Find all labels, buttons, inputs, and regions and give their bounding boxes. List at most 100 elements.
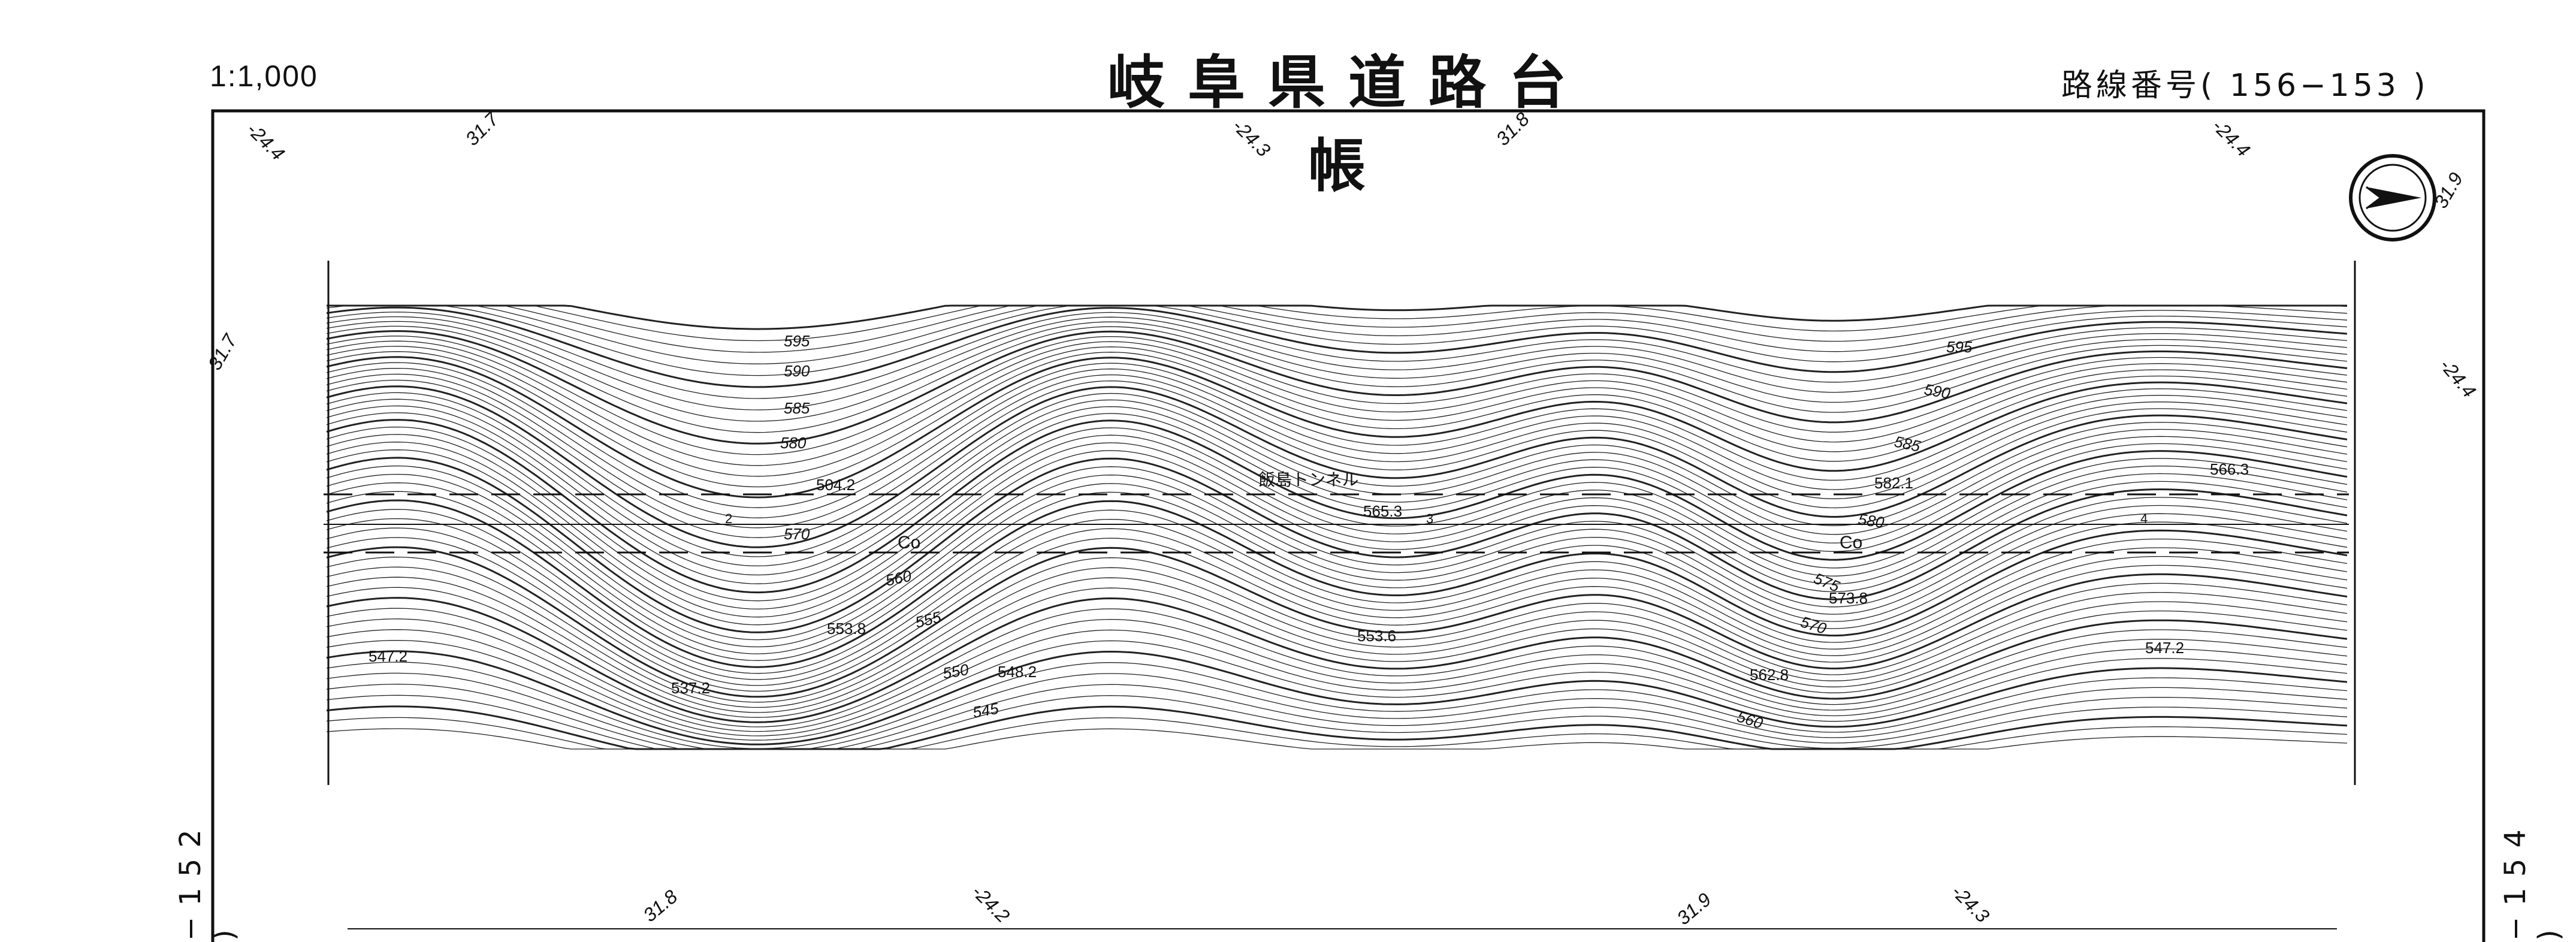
index-contour-line <box>326 546 2348 698</box>
contour-label: 560 <box>884 566 913 589</box>
grid-label: -24.4 <box>243 118 289 164</box>
spot-elevation: 553.8 <box>827 620 866 638</box>
contour-line <box>326 379 2348 538</box>
pavement-label: Co <box>1840 533 1862 552</box>
contour-line <box>326 449 2348 626</box>
contour-line <box>326 728 2348 750</box>
map-title: 岐阜県道路台帳 <box>1107 49 1589 200</box>
spot-elevation: 565.3 <box>1363 502 1402 520</box>
station-mark: 3 <box>1426 511 1433 526</box>
contour-line <box>326 412 2348 584</box>
contour-line <box>326 662 2348 749</box>
spot-elevation: 548.2 <box>998 663 1037 681</box>
contour-label: 590 <box>1923 380 1952 402</box>
index-contour-line <box>326 385 2348 548</box>
contour-line <box>326 717 2348 750</box>
contour-line <box>326 434 2348 610</box>
contour-line <box>326 321 2348 422</box>
map-frame <box>211 109 2486 942</box>
contour-line <box>326 336 2348 455</box>
contour-line <box>326 491 2348 661</box>
contour-line <box>326 608 2348 727</box>
contour-line <box>326 373 2348 529</box>
index-contour-line <box>326 356 2348 499</box>
spot-elevation: 547.2 <box>369 647 407 665</box>
index-contour-line <box>326 330 2348 445</box>
contour-line <box>327 305 2348 364</box>
grid-label: 31.8 <box>639 886 681 926</box>
spot-elevation: 504.2 <box>816 476 855 494</box>
contour-line <box>326 362 2348 508</box>
route-number: 路線番号( 156−153 ) <box>2061 68 2429 104</box>
contour-line <box>326 509 2348 674</box>
contour-lines <box>326 304 2348 750</box>
contour-line <box>326 351 2348 488</box>
north-arrow-icon <box>2349 154 2436 241</box>
contour-line <box>326 442 2348 618</box>
contour-label: 590 <box>784 362 810 380</box>
pavement-label: Co <box>898 533 920 552</box>
contour-line <box>326 465 2348 641</box>
grid-label: 31.8 <box>1491 108 1533 150</box>
contour-line <box>326 672 2348 750</box>
contour-line <box>326 556 2348 703</box>
contour-label: 555 <box>913 608 943 632</box>
spot-elevation: 562.8 <box>1750 666 1789 684</box>
contour-line <box>326 305 2348 376</box>
contour-label: 580 <box>780 434 807 452</box>
contour-label: 550 <box>941 660 970 683</box>
contour-line <box>326 367 2348 518</box>
grid-label: 31.9 <box>1672 889 1715 929</box>
contour-label: 570 <box>1798 612 1829 638</box>
contour-line <box>326 566 2348 708</box>
station-mark: 2 <box>725 511 732 526</box>
contour-line <box>326 325 2348 433</box>
contour-line <box>327 305 2348 342</box>
spot-elevation: 566.3 <box>2210 460 2249 478</box>
contour-line <box>326 537 2348 692</box>
index-contour-line <box>327 304 2347 330</box>
contour-line <box>326 482 2348 654</box>
grid-label: -24.3 <box>1228 114 1275 161</box>
index-contour-line <box>326 457 2348 633</box>
station-mark: 4 <box>2140 511 2148 526</box>
contour-label: 545 <box>971 699 1000 721</box>
spot-elevation: 537.2 <box>671 679 710 697</box>
map-border <box>211 109 2486 942</box>
contour-line <box>326 587 2348 718</box>
spot-elevation: 582.1 <box>1874 474 1913 492</box>
spot-elevation: 547.2 <box>2145 639 2184 657</box>
grid-label: -24.4 <box>2436 354 2480 401</box>
contour-line <box>326 629 2348 736</box>
contour-line <box>326 398 2348 567</box>
index-contour-line <box>326 499 2348 668</box>
contour-line <box>326 527 2348 686</box>
contour-line <box>326 518 2348 680</box>
grid-label: -24.3 <box>1947 880 1994 926</box>
contour-label: 595 <box>784 332 810 350</box>
index-contour-line <box>326 597 2348 723</box>
contour-label: 595 <box>1946 338 1973 356</box>
grid-label: -24.2 <box>968 880 1014 926</box>
grid-label: 31.7 <box>204 330 241 374</box>
contour-line <box>326 576 2348 713</box>
contour-label: 580 <box>1857 510 1886 532</box>
grid-label: -24.4 <box>2208 114 2254 161</box>
contour-line <box>327 305 2348 353</box>
grid-label: 31.7 <box>461 108 503 150</box>
contour-label: 570 <box>784 525 810 543</box>
contour-line <box>326 618 2348 732</box>
index-contour-line <box>326 650 2348 745</box>
spot-elevation: 573.8 <box>1829 589 1868 607</box>
map-scale: 1:1,000 <box>210 59 318 93</box>
index-contour-line <box>326 306 2348 388</box>
contour-line <box>326 426 2348 602</box>
contour-line <box>326 473 2348 648</box>
contour-line <box>326 392 2348 557</box>
index-contour-line <box>326 419 2348 594</box>
road-lines <box>324 493 2349 554</box>
contour-label: 585 <box>784 399 810 417</box>
contour-line <box>326 346 2348 477</box>
contour-line <box>326 312 2348 399</box>
